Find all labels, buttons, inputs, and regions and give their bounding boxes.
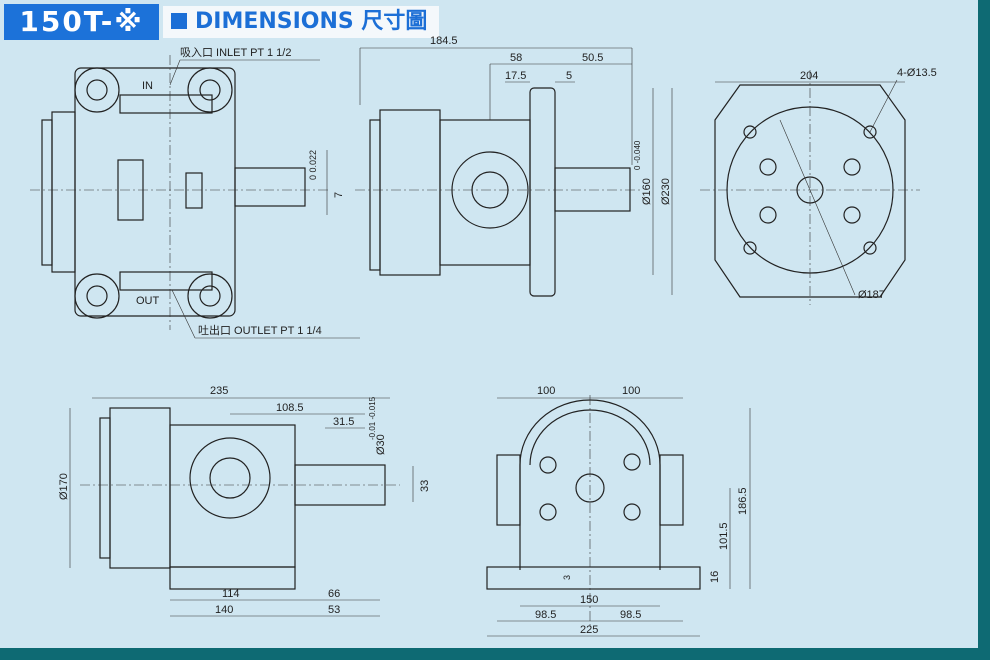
view-top-side: 184.5 58 50.5 17.5 5 Ø160 0 -0.040 Ø230 [355,35,673,297]
dim-108-5: 108.5 [276,402,304,414]
key-width: 7 [333,192,345,198]
dim-186-5: 186.5 [737,487,749,515]
dim-225: 225 [580,624,598,636]
dim-holes: 4-Ø13.5 [897,67,937,79]
dim-17-5: 17.5 [505,70,526,82]
dim-d230: Ø230 [660,178,672,205]
dim-58: 58 [510,52,522,64]
dim-d170: Ø170 [58,473,70,500]
tol-d160: 0 -0.040 [633,140,642,170]
drawing-sheet [0,0,978,648]
dim-114: 114 [222,588,240,600]
dim-98-5-right: 98.5 [620,609,641,621]
dim-50-5: 50.5 [582,52,603,64]
dim-3: 3 [562,575,572,580]
dim-184-5: 184.5 [430,35,458,47]
dim-d160: Ø160 [641,178,653,205]
dim-53: 53 [328,604,340,616]
outlet-label: 吐出口 OUTLET PT 1 1/4 [198,323,322,337]
title-banner: DIMENSIONS 尺寸圖 [163,6,439,38]
port-in-label: IN [142,80,153,92]
dim-235: 235 [210,385,228,397]
dim-5: 5 [566,70,572,82]
dim-66: 66 [328,588,340,600]
inlet-label: 吸入口 INLET PT 1 1/2 [180,47,291,59]
view-bottom-end: 100 100 186.5 101.5 16 3 150 98.5 98.5 2… [486,385,751,637]
dim-98-5-left: 98.5 [535,609,556,621]
square-bullet-icon [171,13,187,29]
dim-100-right: 100 [622,385,640,397]
key-tolerance: 0 0.022 [308,150,318,180]
dim-100-left: 100 [537,385,555,397]
dim-204: 204 [800,70,818,82]
page-title: DIMENSIONS 尺寸圖 [195,9,428,34]
dim-150: 150 [580,594,598,606]
dim-31-5: 31.5 [333,416,354,428]
model-badge: 150T-※ [4,4,159,40]
dim-140: 140 [215,604,233,616]
dim-pcd-187: Ø187 [858,289,885,301]
view-bottom-side: 235 108.5 31.5 Ø30 -0.01 -0.015 33 Ø170 … [58,385,431,617]
dim-shaft-d30: Ø30 [375,434,387,455]
tol-shaft: -0.01 -0.015 [368,396,377,440]
dim-16: 16 [709,571,721,583]
view-top-end: 204 4-Ø13.5 Ø187 [700,67,937,305]
dim-101-5: 101.5 [718,522,730,550]
dim-33: 33 [419,480,431,492]
port-out-label: OUT [136,295,160,307]
view-top-front: IN OUT 吸入口 INLET PT 1 1/2 吐出口 OUTLET PT … [30,47,360,339]
